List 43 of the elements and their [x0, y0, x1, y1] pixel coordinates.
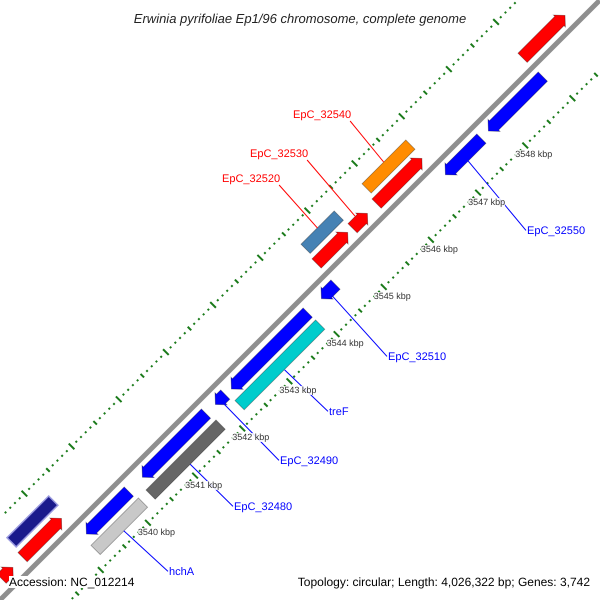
- gene-label: EpC_32480: [234, 502, 292, 513]
- gene-label: EpC_32530: [250, 149, 308, 160]
- gene-block: [320, 280, 340, 300]
- gene-label: EpC_32520: [222, 174, 280, 185]
- leader-line: [468, 160, 526, 231]
- title: Erwinia pyrifoliae Ep1/96 chromosome, complete genome: [134, 12, 466, 25]
- gene-label: treF: [329, 407, 349, 418]
- leader-line: [350, 120, 384, 162]
- gene-label: EpC_32550: [527, 226, 586, 237]
- scale-label: 3543 kbp: [279, 386, 316, 396]
- leader-line: [306, 160, 356, 217]
- scale-label: 3542 kbp: [232, 433, 270, 442]
- gene-block: [86, 486, 134, 534]
- gene-block: [445, 134, 486, 175]
- scale-label: 3545 kbp: [374, 292, 411, 301]
- gene-block: [312, 232, 348, 268]
- gene-block: [348, 212, 368, 233]
- gene-block: [362, 140, 415, 194]
- scale-label: 3541 kbp: [185, 480, 222, 490]
- leader-line: [123, 530, 168, 572]
- accession-text: Accession: NC_012214: [9, 576, 134, 588]
- gene-block: [518, 14, 566, 62]
- gene-block: [142, 409, 210, 478]
- gene-label: EpC_32490: [280, 456, 338, 467]
- gene-block: [7, 496, 58, 548]
- gene-block: [235, 320, 325, 410]
- scale-label: 3548 kbp: [515, 150, 552, 160]
- scale-label: 3546 kbp: [420, 244, 458, 254]
- genome-info-text: Topology: circular; Length: 4,026,322 bp; Genes: 3,742: [298, 576, 590, 588]
- scale-label: 3544 kbp: [326, 339, 364, 348]
- gene-block: [488, 72, 548, 132]
- gene-label: EpC_32510: [388, 352, 446, 363]
- scale-label: 3547 kbp: [468, 198, 506, 207]
- gene-block: [300, 211, 344, 254]
- gene-block: [18, 518, 62, 562]
- gene-block: [146, 420, 226, 500]
- scale-label: 3540 kbp: [138, 528, 175, 537]
- gene-label: EpC_32540: [293, 110, 352, 121]
- leader-line: [332, 296, 388, 357]
- gene-label: hchA: [169, 567, 194, 578]
- leader-line: [278, 184, 318, 229]
- gene-block: [214, 390, 230, 406]
- gene-block: [372, 158, 422, 209]
